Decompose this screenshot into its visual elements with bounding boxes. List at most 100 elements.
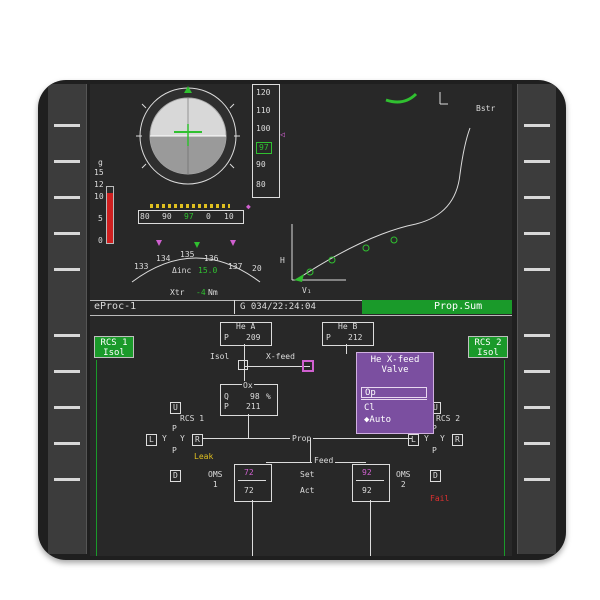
ox-q-value: 98	[250, 392, 260, 401]
heading-tape	[138, 210, 244, 224]
left-bezel	[48, 84, 87, 554]
bezel-button[interactable]	[524, 334, 550, 337]
attitude-indicator	[136, 86, 240, 185]
frame-line-right	[504, 360, 505, 556]
oms2-label: OMS 2	[396, 470, 411, 489]
ox-p-label: P	[224, 402, 229, 411]
roll-134: 134	[156, 254, 171, 263]
bezel-button[interactable]	[54, 334, 80, 337]
right-title[interactable]: Prop.Sum	[434, 301, 483, 312]
popup-option-cl[interactable]: Cl	[364, 403, 375, 413]
heading-bug-icon: ◆	[246, 202, 251, 211]
feed-line	[310, 438, 311, 462]
popup-option-auto[interactable]: ◆Auto	[364, 415, 392, 425]
bezel-button[interactable]	[524, 370, 550, 373]
tape-110: 110	[256, 106, 271, 115]
oms1-divider	[238, 480, 266, 481]
rcs1-isol-button[interactable]: RCS 1 Isol	[94, 336, 134, 358]
g-meter	[106, 186, 114, 244]
bezel-button[interactable]	[524, 406, 550, 409]
thruster-down-left[interactable]: D	[170, 470, 181, 482]
thruster-right-right[interactable]: R	[452, 434, 463, 446]
y-label-left-1: Y	[162, 434, 167, 443]
bezel-button[interactable]	[54, 478, 80, 481]
bezel-button[interactable]	[54, 232, 80, 235]
bezel-button[interactable]	[524, 268, 550, 271]
oms1-set-value: 72	[244, 468, 254, 477]
he-b-line	[346, 344, 347, 354]
g-scale-15: 15	[94, 168, 104, 177]
p-label-right-bottom: P	[432, 446, 437, 455]
he-b-value: 212	[348, 333, 363, 342]
bezel-button[interactable]	[54, 406, 80, 409]
oms2-line	[370, 500, 371, 556]
he-a-line	[244, 344, 245, 390]
title-bar	[90, 300, 512, 316]
xfeed-line	[244, 366, 310, 367]
rcs2-label: RCS 2	[436, 414, 461, 423]
rcs2-isol-button[interactable]: RCS 2 Isol	[468, 336, 508, 358]
mouse-pad: g 15 12 10 5 0 80 90 97 0	[38, 80, 566, 560]
oms2-act-value: 92	[362, 486, 372, 495]
p-label-left-bottom: P	[172, 446, 177, 455]
rcs2-isol-label: RCS 2 Isol	[474, 338, 502, 358]
ox-p-value: 211	[246, 402, 261, 411]
feed-label: Feed	[312, 456, 336, 466]
he-xfeed-valve-popup[interactable]: He X-feed Valve Op Cl ◆Auto	[356, 352, 434, 434]
roll-scale-arc	[131, 240, 261, 283]
g-scale-10: 10	[94, 192, 104, 201]
bezel-button[interactable]	[524, 160, 550, 163]
bezel-button[interactable]	[54, 268, 80, 271]
heading-ticks	[150, 204, 230, 208]
heading-90: 90	[162, 212, 172, 221]
oms2-divider	[356, 480, 384, 481]
popup-option-op[interactable]: Op	[361, 387, 427, 398]
thruster-up-left[interactable]: U	[170, 402, 181, 414]
g-scale-5: 5	[98, 214, 103, 223]
oms2-box	[352, 464, 390, 502]
thruster-right-left[interactable]: R	[192, 434, 203, 446]
delta-inc-value: 15.0	[198, 266, 218, 275]
bezel-button[interactable]	[524, 124, 550, 127]
bezel-button[interactable]	[54, 124, 80, 127]
xfeed-valve[interactable]	[302, 360, 314, 372]
oms1-label: OMS 1	[208, 470, 223, 489]
bezel-button[interactable]	[524, 196, 550, 199]
isol-label: Isol	[210, 352, 230, 361]
leak-label: Leak	[194, 452, 214, 461]
prop-sum-tab[interactable]	[362, 300, 512, 314]
y-label-right-2: Y	[440, 434, 445, 443]
rcs1-label: RCS 1	[180, 414, 205, 423]
thruster-left-right[interactable]: L	[408, 434, 419, 446]
thruster-left-left[interactable]: L	[146, 434, 157, 446]
bezel-button[interactable]	[524, 478, 550, 481]
tape-80: 80	[256, 180, 266, 189]
v-axis-label: V₁	[302, 286, 312, 295]
bezel-button[interactable]	[54, 196, 80, 199]
tape-97: 97	[256, 142, 272, 154]
he-b-label: He B	[338, 322, 358, 331]
g-meter-fill	[107, 193, 113, 243]
oms1-act-value: 72	[244, 486, 254, 495]
alt-20: 20	[252, 264, 262, 273]
isol-valve[interactable]	[238, 360, 248, 370]
bezel-button[interactable]	[54, 160, 80, 163]
g-scale-12: 12	[94, 180, 104, 189]
bezel-button[interactable]	[524, 442, 550, 445]
bezel-button[interactable]	[524, 232, 550, 235]
ox-q-label: Q	[224, 392, 229, 401]
he-a-tank	[220, 322, 272, 346]
bezel-button[interactable]	[54, 370, 80, 373]
ox-q-unit: %	[266, 392, 271, 401]
xfeed-label: X-feed	[266, 352, 295, 361]
frame-line-left	[96, 360, 97, 556]
title-divider	[234, 300, 235, 314]
roll-135: 135	[180, 250, 195, 259]
ox-feed-line	[248, 414, 249, 438]
g-scale-0: 0	[98, 236, 103, 245]
altitude-tape	[252, 84, 280, 198]
thruster-down-right[interactable]: D	[430, 470, 441, 482]
bezel-button[interactable]	[54, 442, 80, 445]
ox-label: Ox	[242, 381, 254, 391]
fail-label: Fail	[430, 494, 450, 503]
